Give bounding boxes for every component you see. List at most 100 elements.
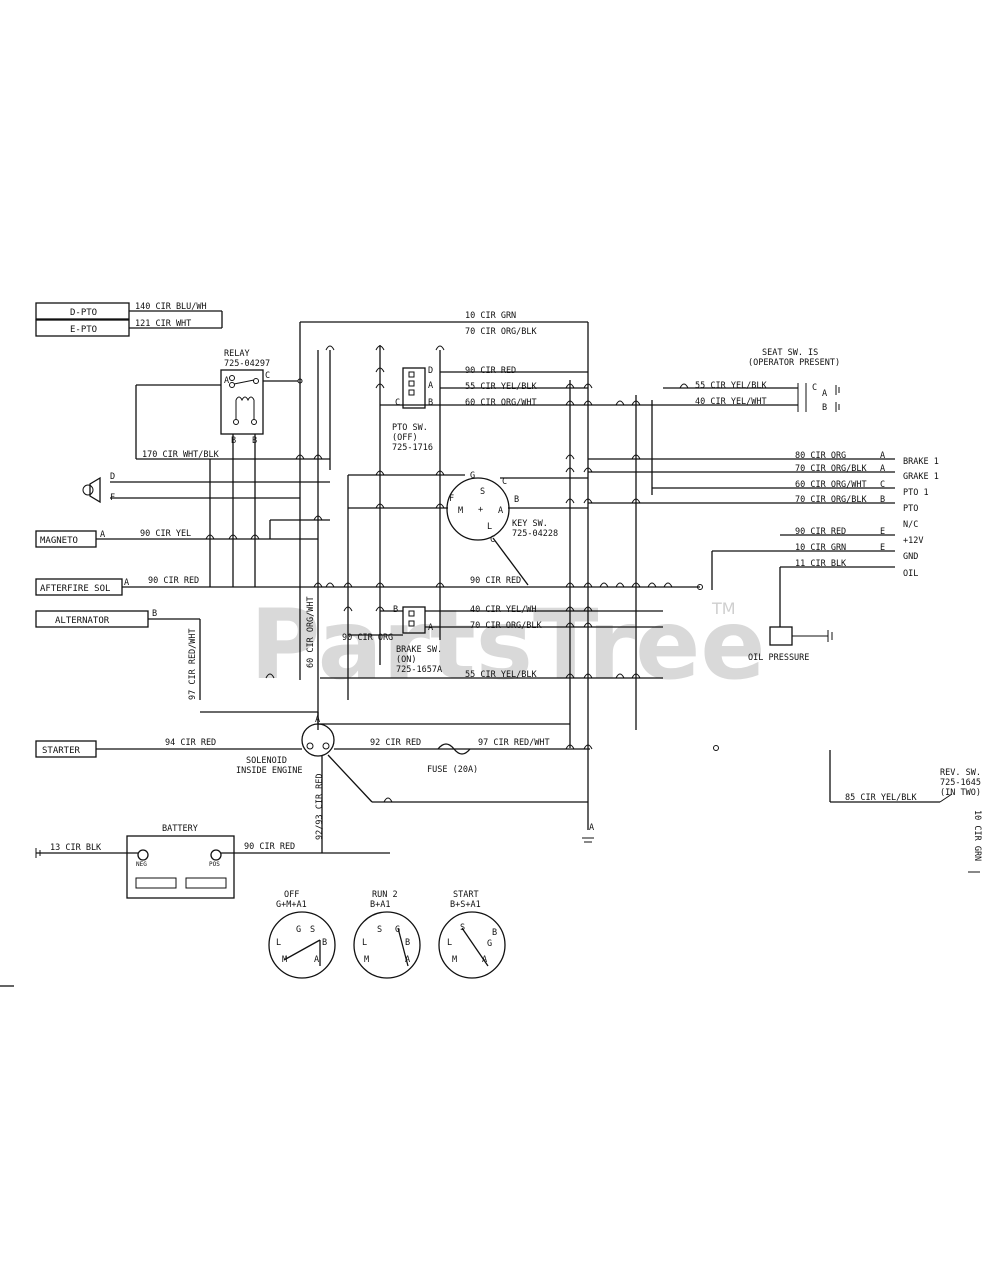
- svg-text:B: B: [405, 938, 410, 948]
- svg-text:BRAKE SW.: BRAKE SW.: [396, 645, 442, 655]
- svg-text:D: D: [110, 472, 115, 482]
- svg-text:725-1657A: 725-1657A: [396, 665, 442, 675]
- svg-text:PTO SW.: PTO SW.: [392, 423, 428, 433]
- wire-label-90red-top: 90 CIR RED: [465, 366, 516, 376]
- wire-label-92red: 92 CIR RED: [370, 738, 421, 748]
- svg-text:B: B: [393, 605, 398, 615]
- wire-label-60ow: 60 CIR ORG/WHT: [465, 398, 537, 408]
- magneto-box: MAGNETO: [35, 530, 97, 548]
- svg-text:B: B: [492, 928, 497, 938]
- svg-text:(ON): (ON): [396, 655, 416, 665]
- svg-text:F: F: [449, 494, 454, 504]
- svg-text:725-04297: 725-04297: [224, 359, 270, 369]
- svg-text:B: B: [152, 609, 157, 619]
- relay: RELAY 725-04297 A C B B: [220, 349, 270, 446]
- wire-label-55yb-mid: 55 CIR YEL/BLK: [465, 670, 538, 680]
- d-pto-box: D-PTO: [35, 302, 130, 320]
- svg-text:D: D: [428, 366, 433, 376]
- svg-text:G: G: [487, 939, 492, 949]
- svg-text:RUN 2: RUN 2: [372, 890, 398, 900]
- pto-switch: C D A B PTO SW. (OFF) 725-1716: [392, 366, 433, 453]
- svg-text:B: B: [880, 495, 885, 505]
- wire-label-90red-r: 90 CIR RED: [795, 527, 846, 537]
- wire-label-10grn: 10 CIR GRN: [465, 311, 516, 321]
- svg-text:A: A: [880, 451, 885, 461]
- wire-label-94red: 94 CIR RED: [165, 738, 216, 748]
- svg-text:OIL PRESSURE: OIL PRESSURE: [748, 653, 809, 663]
- svg-text:SEAT SW. IS: SEAT SW. IS: [762, 348, 818, 358]
- wire-label-90red-as: 90 CIR RED: [148, 576, 199, 586]
- svg-text:AFTERFIRE SOL: AFTERFIRE SOL: [40, 584, 110, 594]
- svg-text:A: A: [880, 464, 885, 474]
- svg-text:OFF: OFF: [284, 890, 299, 900]
- wire-label-140: 140 CIR BLU/WH: [135, 302, 207, 312]
- svg-text:725-04228: 725-04228: [512, 529, 558, 539]
- svg-text:L: L: [362, 938, 367, 948]
- terminal-oil: OIL: [903, 569, 918, 579]
- svg-text:FUSE (20A): FUSE (20A): [427, 765, 478, 775]
- wire-label-90red-mid: 90 CIR RED: [470, 576, 521, 586]
- terminal-pto1: PTO 1: [903, 488, 929, 498]
- svg-text:S: S: [310, 925, 315, 935]
- wire-label-70ob-r2: 70 CIR ORG/BLK: [795, 495, 868, 505]
- wire-label-55yb-top: 55 CIR YEL/BLK: [465, 382, 538, 392]
- svg-text:C: C: [490, 535, 495, 545]
- starter-box: STARTER: [35, 740, 97, 758]
- svg-text:A: A: [822, 389, 827, 399]
- svg-text:+: +: [478, 505, 483, 515]
- svg-text:S: S: [480, 487, 485, 497]
- svg-text:A: A: [428, 381, 433, 391]
- terminal-gnd: GND: [903, 552, 918, 562]
- terminal-pto: PTO: [903, 504, 918, 514]
- svg-text:POS: POS: [209, 861, 220, 868]
- svg-text:A: A: [589, 823, 594, 833]
- watermark-tm: TM: [711, 599, 736, 618]
- terminal-brake: BRAKE 1: [903, 457, 939, 467]
- terminal-grake: GRAKE 1: [903, 472, 939, 482]
- svg-text:B: B: [322, 938, 327, 948]
- svg-text:G+M+A1: G+M+A1: [276, 900, 307, 910]
- wire-label-40yw-mid: 40 CIR YEL/WH: [470, 605, 537, 615]
- wire-label-70ob: 70 CIR ORG/BLK: [465, 327, 538, 337]
- svg-text:L: L: [487, 522, 492, 532]
- svg-text:M: M: [364, 955, 369, 965]
- svg-text:A: A: [498, 506, 503, 516]
- svg-text:M: M: [452, 955, 457, 965]
- svg-text:MAGNETO: MAGNETO: [40, 536, 78, 546]
- svg-text:A: A: [314, 955, 319, 965]
- e-pto-box: E-PTO: [35, 319, 130, 337]
- svg-text:G: G: [296, 925, 301, 935]
- wire-label-60ow-r: 60 CIR ORG/WHT: [795, 480, 867, 490]
- key-position-start: START B+S+A1 S G L B M A: [438, 890, 506, 979]
- wire-label-170: 170 CIR WHT/BLK: [142, 450, 220, 460]
- key-switch: G S C F M + B A L C KEY SW. 725-04228: [446, 471, 558, 545]
- svg-text:INSIDE ENGINE: INSIDE ENGINE: [236, 766, 303, 776]
- svg-text:RELAY: RELAY: [224, 349, 250, 359]
- wire-label-90red-bat: 90 CIR RED: [244, 842, 295, 852]
- svg-text:ALTERNATOR: ALTERNATOR: [55, 616, 110, 626]
- wire-label-90org: 90 CIR ORG: [342, 633, 393, 643]
- wire-label-97rw-vert: 97 CIR RED/WHT: [188, 628, 198, 700]
- wire-label-10grn-rev: 10 CIR GRN: [972, 810, 982, 861]
- svg-text:(IN TWO): (IN TWO): [940, 788, 981, 798]
- wire-label-13blk: 13 CIR BLK: [50, 843, 102, 853]
- svg-text:A: A: [428, 623, 433, 633]
- fuse: FUSE (20A): [427, 743, 478, 775]
- svg-text:L: L: [276, 938, 281, 948]
- svg-text:B+A1: B+A1: [370, 900, 390, 910]
- svg-text:BATTERY: BATTERY: [162, 824, 198, 834]
- reverse-switch: REV. SW. 725-1645 (IN TWO): [829, 750, 981, 803]
- svg-text:725-1645: 725-1645: [940, 778, 981, 788]
- key-position-run: RUN 2 B+A1 S G L B M A: [353, 890, 421, 979]
- wire-label-40yw-seat: 40 CIR YEL/WHT: [695, 397, 767, 407]
- svg-text:G: G: [395, 925, 400, 935]
- wire-label-85yb: 85 CIR YEL/BLK: [845, 793, 918, 803]
- svg-text:M: M: [458, 506, 463, 516]
- battery: BATTERY NEG POS: [126, 824, 235, 899]
- terminal-nc: N/C: [903, 520, 918, 530]
- svg-text:B: B: [514, 495, 519, 505]
- afterfire-solenoid-box: AFTERFIRE SOL: [35, 578, 123, 596]
- svg-text:G: G: [470, 471, 475, 481]
- svg-text:D-PTO: D-PTO: [70, 308, 97, 318]
